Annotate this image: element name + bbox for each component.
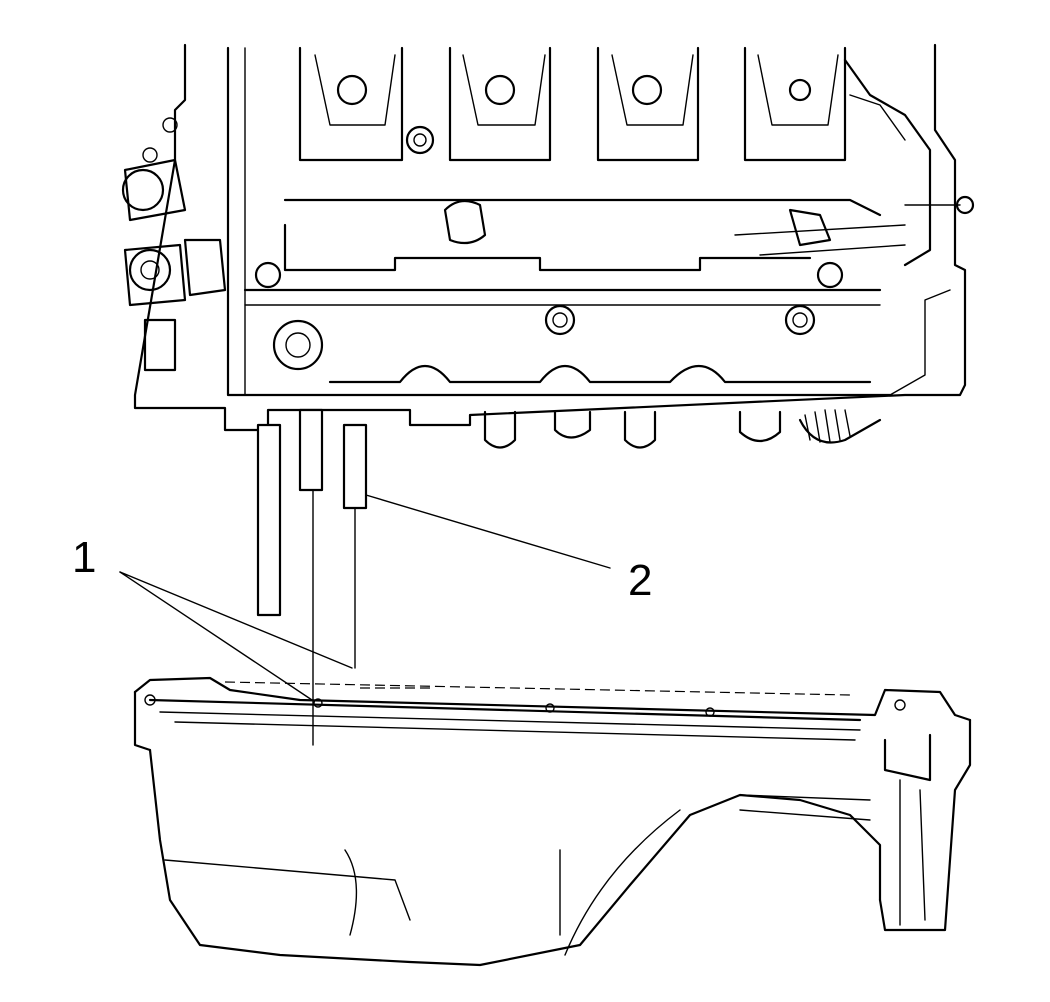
- alignment-pins: [256, 408, 368, 746]
- callout-2-label: 2: [628, 556, 652, 605]
- engine-block: [121, 43, 975, 449]
- oil-pan: [133, 676, 972, 967]
- alignment-pin-left: [298, 408, 324, 492]
- alignment-pin-right: [342, 423, 368, 510]
- callout-1: 1: [72, 533, 353, 701]
- callout-2: 2: [365, 494, 652, 605]
- guide-rod: [256, 423, 282, 617]
- left-accessories: [121, 117, 227, 372]
- callout-1-label: 1: [72, 533, 96, 582]
